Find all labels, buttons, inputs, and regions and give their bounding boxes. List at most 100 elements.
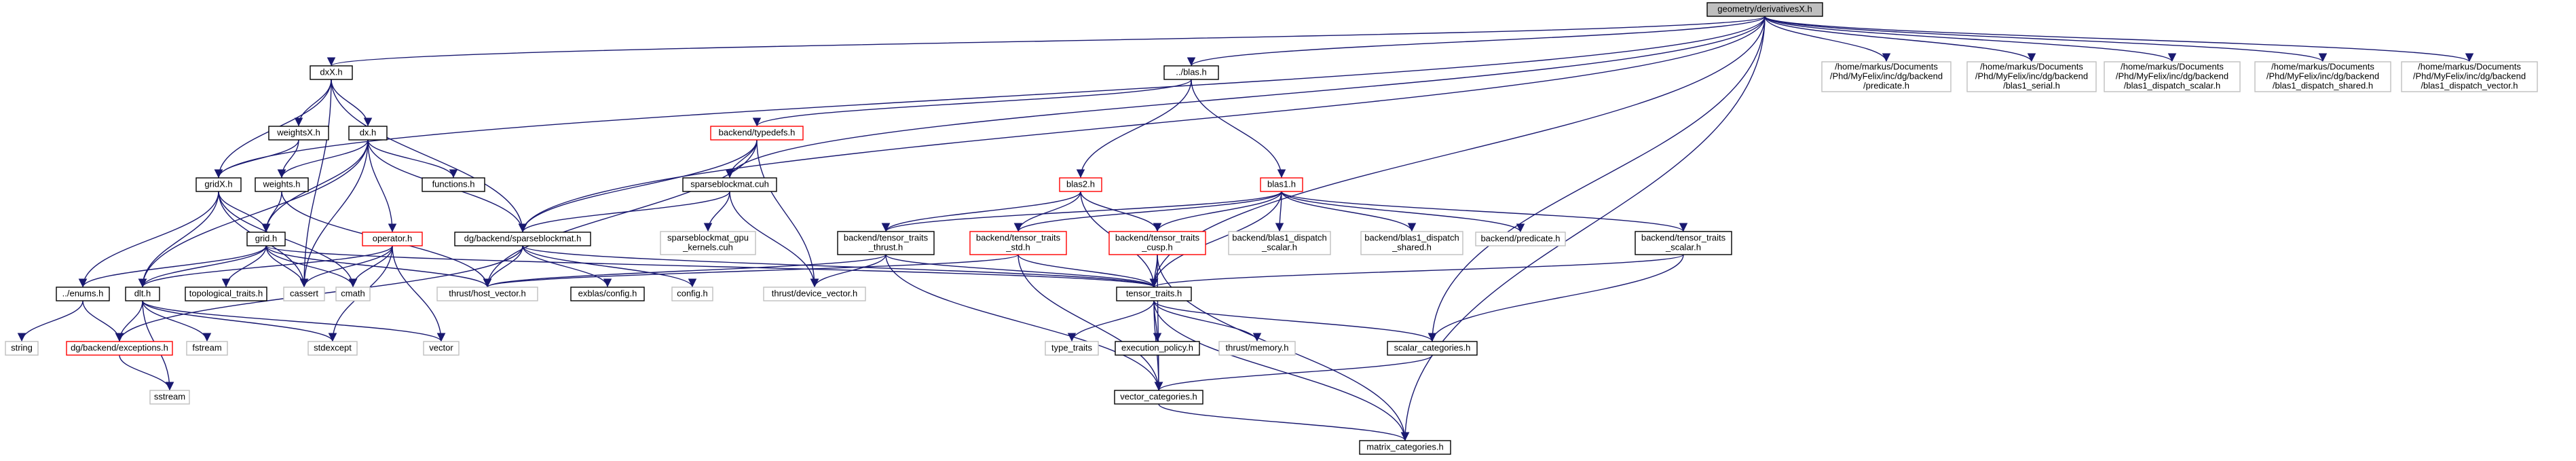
node-label: weightsX.h	[276, 127, 320, 137]
node-b1d-scalar: backend/blas1_dispatch_scalar.h	[1228, 231, 1331, 255]
edge-root-to-scalar_categories	[1427, 16, 1766, 342]
edge-weightsX-to-gridX	[214, 139, 299, 179]
node-label: _scalar.h	[1665, 242, 1701, 252]
edge-tensor_traits-to-scalar_categories	[1153, 300, 1437, 342]
node-functions[interactable]: functions.h	[422, 177, 485, 192]
node-scalar-categories[interactable]: scalar_categories.h	[1387, 341, 1478, 356]
edge-tt_thrust-to-host_vector	[483, 254, 886, 288]
edge-dx-to-cassert	[299, 139, 369, 288]
node-enums[interactable]: ../enums.h	[56, 287, 110, 301]
edge-dx-to-grid	[261, 139, 369, 233]
node-vector-categories[interactable]: vector_categories.h	[1114, 390, 1203, 405]
node-label: fstream	[192, 342, 221, 352]
node-label: scalar_categories.h	[1394, 342, 1471, 352]
node-tensor-traits[interactable]: tensor_traits.h	[1116, 287, 1192, 301]
node-sstream: sstream	[149, 390, 190, 405]
edge-dxX-to-cassert	[299, 79, 332, 288]
node-box	[1114, 390, 1203, 405]
node-box	[56, 287, 110, 301]
node-label: exblas/config.h	[578, 288, 637, 298]
node-matrix-categories[interactable]: matrix_categories.h	[1359, 440, 1451, 455]
edge-gridX-to-cmath	[218, 191, 358, 288]
node-blas1[interactable]: blas1.h	[1260, 177, 1303, 192]
node-label: vector	[429, 342, 453, 352]
node-label: tensor_traits.h	[1126, 288, 1182, 298]
node-sparseblockmat-cuh[interactable]: sparseblockmat.cuh	[682, 177, 777, 192]
node-box	[2401, 61, 2538, 92]
node-label: cassert	[290, 288, 318, 298]
node-b-predicate: backend/predicate.h	[1475, 232, 1566, 246]
node-box	[682, 177, 777, 192]
node-box	[763, 287, 866, 301]
node-box	[1475, 232, 1566, 246]
node-label: ../enums.h	[62, 288, 104, 298]
edge-typedefs-to-sparseblockmat_cuh	[725, 139, 758, 179]
node-exceptions[interactable]: dg/backend/exceptions.h	[66, 341, 173, 356]
node-label: backend/predicate.h	[1480, 233, 1560, 243]
edge-tensor_traits-to-type_traits	[1067, 300, 1155, 342]
node-label: /Phd/MyFelix/inc/dg/backend	[2413, 71, 2526, 81]
node-label: execution_policy.h	[1121, 342, 1193, 352]
edge-vector_categories-to-matrix_categories	[1158, 403, 1410, 441]
node-weights[interactable]: weights.h	[255, 177, 309, 192]
node-typedefs[interactable]: backend/typedefs.h	[710, 126, 804, 141]
node-label: backend/blas1_dispatch	[1232, 232, 1327, 242]
edge-root-to-p_predicate	[1764, 16, 1891, 62]
edge-dx-to-functions	[367, 139, 458, 179]
edge-dxX-to-dgsparse	[331, 79, 527, 233]
node-label: _std.h	[1005, 242, 1030, 252]
node-label: dg/backend/exceptions.h	[71, 342, 168, 352]
node-label: /Phd/MyFelix/inc/dg/backend	[2266, 71, 2379, 81]
edge-scalar_categories-to-vector_categories	[1154, 354, 1433, 391]
node-tt-thrust[interactable]: backend/tensor_traits_thrust.h	[837, 231, 935, 255]
edge-root-to-sparseblockmat_cuh	[725, 16, 1766, 179]
edge-sparseblockmat_cuh-to-device_vector	[729, 191, 819, 288]
node-b1d-shared: backend/blas1_dispatch_shared.h	[1360, 231, 1463, 255]
node-box	[671, 287, 713, 301]
edge-enums-to-string	[17, 300, 83, 342]
node-box	[1635, 231, 1732, 255]
node-grid[interactable]: grid.h	[246, 232, 286, 246]
node-label: thrust/memory.h	[1226, 342, 1289, 352]
node-tt-scalar[interactable]: backend/tensor_traits_scalar.h	[1635, 231, 1732, 255]
node-label: backend/tensor_traits	[1115, 232, 1200, 242]
edge-blas1-to-tt_scalar	[1281, 191, 1688, 232]
edge-blas-to-typedefs	[752, 79, 1192, 127]
node-p-predicate: /home/markus/Documents/Phd/MyFelix/inc/d…	[1821, 61, 1952, 92]
node-tt-cusp[interactable]: backend/tensor_traits_cusp.h	[1108, 231, 1206, 255]
node-box	[186, 341, 228, 356]
node-label: sstream	[154, 391, 185, 401]
node-label: _cusp.h	[1141, 242, 1173, 252]
edge-operator-to-dlt	[138, 245, 393, 288]
dependency-edges	[17, 16, 2474, 441]
node-operator[interactable]: operator.h	[362, 232, 423, 246]
node-gridX[interactable]: gridX.h	[195, 177, 242, 192]
edge-exceptions-to-sstream	[119, 354, 174, 391]
node-box	[1966, 61, 2097, 92]
node-label: stdexcept	[314, 342, 352, 352]
node-blas[interactable]: ../blas.h	[1163, 65, 1219, 80]
node-dgsparse[interactable]: dg/backend/sparseblockmat.h	[454, 232, 591, 246]
edge-grid-to-cmath	[265, 245, 358, 288]
node-box	[422, 177, 485, 192]
node-blas2[interactable]: blas2.h	[1059, 177, 1102, 192]
node-label: config.h	[677, 288, 708, 298]
edge-tensor_traits-to-thrust_memory	[1153, 300, 1262, 342]
node-tt-std[interactable]: backend/tensor_traits_std.h	[969, 231, 1067, 255]
node-label: geometry/derivativesX.h	[1717, 3, 1812, 14]
edge-sparseblockmat_cuh-to-gpu_kernels	[703, 191, 730, 232]
node-weightsX[interactable]: weightsX.h	[268, 126, 329, 141]
node-dx[interactable]: dx.h	[348, 126, 388, 141]
node-dlt[interactable]: dlt.h	[125, 287, 160, 301]
node-label: _scalar.h	[1261, 242, 1297, 252]
node-box	[1115, 341, 1200, 356]
node-topo[interactable]: topological_traits.h	[185, 287, 267, 301]
node-label: dx.h	[360, 127, 377, 137]
edge-dgsparse-to-exblas	[522, 245, 612, 288]
node-exblas[interactable]: exblas/config.h	[570, 287, 645, 301]
node-dxX[interactable]: dxX.h	[310, 65, 353, 80]
node-box	[1116, 287, 1192, 301]
node-root[interactable]: geometry/derivativesX.h	[1706, 2, 1823, 17]
node-execution-policy[interactable]: execution_policy.h	[1115, 341, 1200, 356]
node-label: blas1.h	[1267, 179, 1296, 189]
